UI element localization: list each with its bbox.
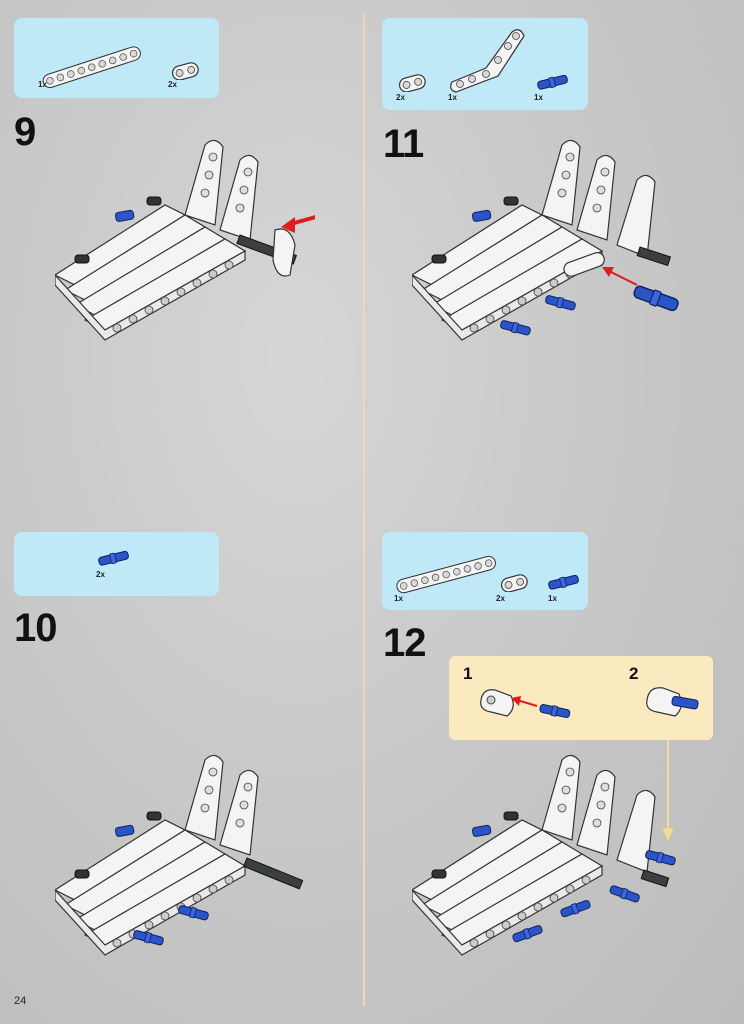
technic-beam-icon [394,554,498,595]
assembly-arrow-icon [281,217,295,233]
assembly-arrow-icon [661,827,675,843]
substep-number: 1 [463,664,473,683]
part-qty: 2x [168,80,177,89]
substep-number: 2 [629,664,639,683]
technic-pin-icon [97,549,130,568]
step-number: 11 [383,122,424,166]
step-12-model [412,740,677,956]
technic-pin-icon [536,73,569,92]
step-9-model [55,139,315,341]
step-12-parts-box: 1x 2x 1x [382,532,588,610]
substep-2-illustration [646,687,699,717]
part-qty: 2x [496,594,505,603]
part-qty: 1x [38,80,47,89]
assembly-arrow-icon [602,267,614,277]
step-11-parts-box: 2x 1x 1x [382,18,588,110]
step-number: 10 [14,606,57,650]
part-qty: 1x [448,93,457,102]
part-qty: 1x [534,93,543,102]
assembly-arrow-icon [511,696,521,706]
part-qty: 1x [394,594,403,603]
part-qty: 2x [396,93,405,102]
technic-beam-icon [40,44,143,90]
technic-pin-icon [547,573,580,592]
step-12-substep-box: 1 2 [449,656,713,740]
step-10-model [55,754,304,956]
step-11-model [412,139,681,341]
center-divider [363,14,365,1006]
page-number: 24 [14,995,27,1007]
step-number: 9 [14,110,36,154]
bent-beam-icon [450,29,525,93]
step-number: 12 [383,621,426,665]
step-10-parts-box: 2x [14,532,219,596]
part-qty: 2x [96,570,105,579]
substep-1-illustration [480,689,572,720]
technic-connector-icon [397,72,428,92]
technic-connector-icon [170,60,199,80]
part-qty: 1x [548,594,557,603]
step-9-parts-box: 1x 2x [14,18,219,98]
technic-connector-icon [499,572,528,592]
